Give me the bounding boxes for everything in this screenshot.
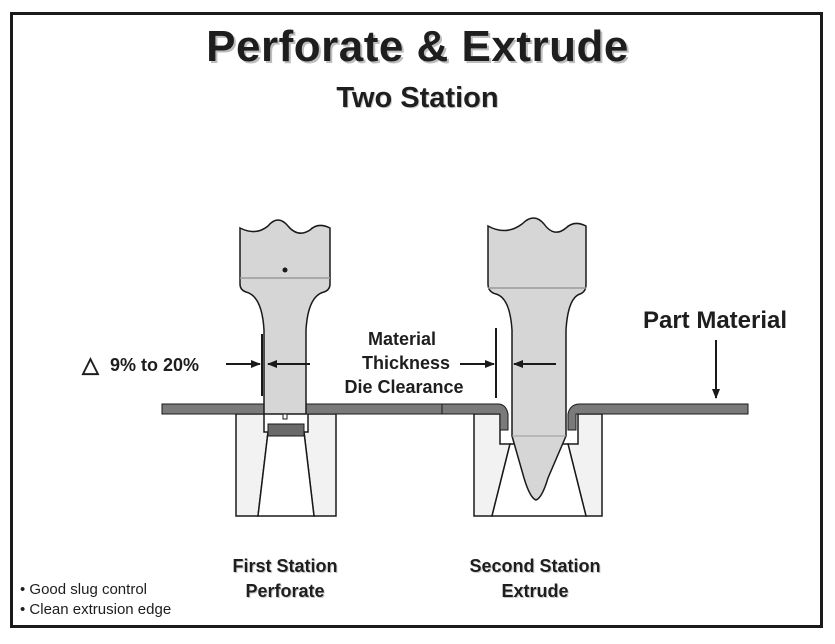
first-station-name: First Station [232, 556, 338, 576]
second-station-caption: Second Station Extrude [450, 556, 620, 602]
second-station-operation: Extrude [501, 581, 569, 601]
diagram-frame [10, 12, 823, 628]
notes-list: • Good slug control • Clean extrusion ed… [20, 580, 171, 620]
first-station-operation: Perforate [245, 581, 325, 601]
die-clearance-indicator [460, 328, 556, 398]
clearance-indicator [226, 334, 310, 396]
first-station-slug [267, 423, 305, 437]
delta-icon: △ [81, 352, 100, 377]
note-item: • Clean extrusion edge [20, 601, 172, 618]
material-label: Material [368, 329, 436, 349]
die-clearance-label: Die Clearance [344, 377, 463, 397]
diagram-subtitle: Two Station [336, 82, 499, 114]
thickness-label: Thickness [362, 353, 450, 373]
note-item: • Good slug control [20, 581, 147, 598]
second-station-punch [487, 217, 587, 501]
diagram-title: Perforate & Extrude [206, 22, 629, 71]
part-material-label: Part Material [643, 307, 787, 334]
first-station-punch [239, 219, 331, 420]
second-station-strip [441, 403, 749, 431]
first-station-caption: First Station Perforate [215, 556, 355, 602]
clearance-range-label: 9% to 20% [110, 355, 199, 375]
second-station-name: Second Station [469, 556, 601, 576]
